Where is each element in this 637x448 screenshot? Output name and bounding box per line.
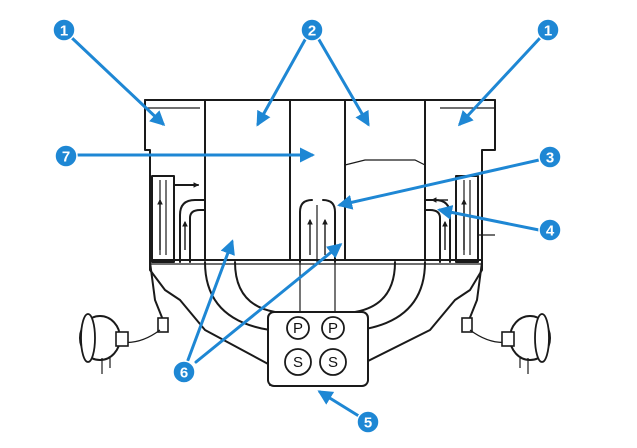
callout-5: 5 [356, 410, 380, 434]
callout-1-right: 1 [536, 18, 560, 42]
svg-text:2: 2 [308, 23, 316, 40]
svg-text:1: 1 [60, 23, 68, 40]
svg-text:1: 1 [544, 23, 552, 40]
callout-1-left: 1 [52, 18, 76, 42]
svg-text:5: 5 [364, 415, 372, 432]
right-actuator [461, 261, 551, 374]
callout-6: 6 [172, 360, 196, 384]
left-side-tube [151, 175, 206, 263]
callout-7: 7 [54, 144, 78, 168]
lower-chamber [204, 261, 426, 331]
svg-text:6: 6 [180, 365, 188, 382]
valve-s-right [319, 348, 347, 376]
valve-label-p-right: P [328, 320, 338, 337]
callout-3: 3 [538, 145, 562, 169]
callout-4: 4 [538, 218, 562, 242]
valve-p-left [286, 316, 310, 340]
svg-text:4: 4 [546, 223, 555, 240]
svg-text:7: 7 [62, 149, 70, 166]
left-actuator [79, 261, 169, 374]
valve-p-right [321, 316, 345, 340]
valve-label-s-left: S [293, 354, 303, 371]
callout-2: 2 [300, 18, 324, 42]
center-channel [299, 199, 336, 263]
valve-label-p-left: P [293, 320, 303, 337]
leader-lines [70, 36, 542, 420]
valve-block: P P S S [267, 311, 369, 387]
svg-text:3: 3 [546, 150, 554, 167]
valve-s-left [284, 348, 312, 376]
valve-label-s-right: S [328, 354, 338, 371]
